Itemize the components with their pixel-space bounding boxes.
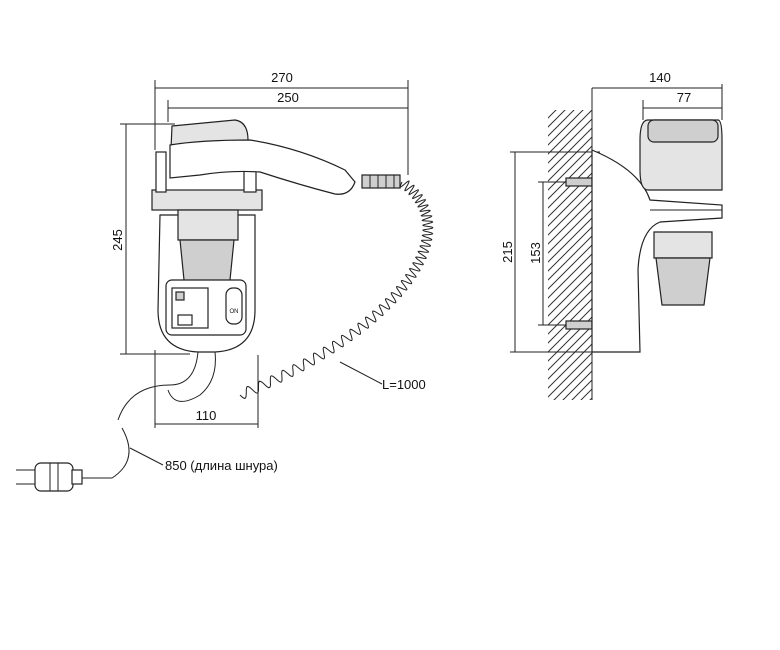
power-switch xyxy=(225,287,243,325)
screw-bottom-icon xyxy=(565,320,593,330)
dim-depth-label: 140 xyxy=(649,70,671,85)
nozzle-side-upper xyxy=(653,231,713,259)
nozzle-upper xyxy=(177,209,239,241)
dim-side-height-label: 215 xyxy=(500,241,515,263)
dryer-handle xyxy=(169,139,356,195)
bracket-left-post xyxy=(155,151,167,193)
holder-side-profile xyxy=(591,149,723,353)
dim-nozzle-label: 77 xyxy=(677,90,691,105)
power-cord-right xyxy=(167,351,216,402)
dim-mount-label: 153 xyxy=(528,242,543,264)
coiled-cord xyxy=(239,180,434,399)
dim-270: 270 xyxy=(154,70,409,175)
strain-relief-ribs xyxy=(369,175,395,188)
dim-height-label: 245 xyxy=(110,229,125,251)
dryer-side-grille xyxy=(647,119,719,143)
plug-icon xyxy=(16,462,83,492)
bracket-right-post xyxy=(243,169,257,193)
dim-250: 250 xyxy=(167,90,409,122)
front-view: 270 250 245 110 xyxy=(16,70,434,492)
socket-outlet xyxy=(177,314,193,326)
dim-245: 245 xyxy=(110,123,190,355)
nozzle-side-cone xyxy=(655,257,711,306)
plug-cord xyxy=(72,427,130,479)
cord-strain-relief xyxy=(361,174,401,189)
screw-top-icon xyxy=(565,177,593,187)
socket-indicator xyxy=(175,291,185,301)
switch-label: ON xyxy=(230,309,239,315)
holder-bracket xyxy=(151,189,263,211)
coil-cord-label: L=1000 xyxy=(382,377,426,392)
dim-overall-width-label: 270 xyxy=(271,70,293,85)
power-cord-left xyxy=(117,351,199,421)
wall-hatch xyxy=(548,110,592,400)
dim-base-width-label: 110 xyxy=(196,408,217,423)
power-cord-label: 850 (длина шнура) xyxy=(165,458,278,473)
dim-inner-width-label: 250 xyxy=(277,90,299,105)
coil-leader-line xyxy=(339,361,383,385)
side-view: 140 77 215 153 xyxy=(500,70,723,400)
cord-leader-line xyxy=(129,447,164,466)
